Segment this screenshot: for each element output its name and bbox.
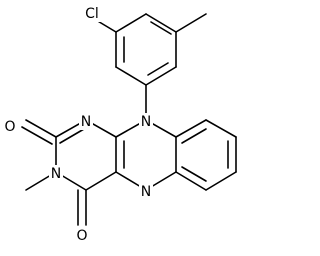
bond	[175, 13, 207, 33]
nitrogen-atom-label: N	[51, 166, 61, 182]
bond	[175, 171, 207, 191]
bond	[147, 62, 169, 76]
oxygen-atom-label: O	[76, 228, 87, 244]
bond	[150, 21, 172, 35]
bond	[175, 119, 207, 138]
bond	[115, 13, 147, 33]
bond	[25, 119, 57, 138]
bond	[205, 119, 237, 138]
bond	[181, 166, 207, 182]
atom-label-layer: Cl N N N N O O	[3, 5, 153, 244]
bond	[21, 126, 53, 145]
bond-layer	[21, 13, 237, 226]
molecule-structure: Cl N N N N O O	[3, 5, 237, 244]
bond	[145, 66, 177, 86]
oxygen-atom-label: O	[4, 119, 15, 135]
bond	[205, 171, 237, 191]
chlorine-atom-label: Cl	[85, 6, 99, 22]
bond	[59, 128, 85, 144]
nitrogen-atom-label: N	[141, 184, 151, 200]
nitrogen-atom-label: N	[81, 114, 91, 130]
bond	[145, 13, 177, 33]
bond	[85, 171, 117, 191]
bond	[115, 66, 147, 86]
nitrogen-atom-label: N	[141, 114, 151, 130]
bond	[181, 128, 207, 144]
